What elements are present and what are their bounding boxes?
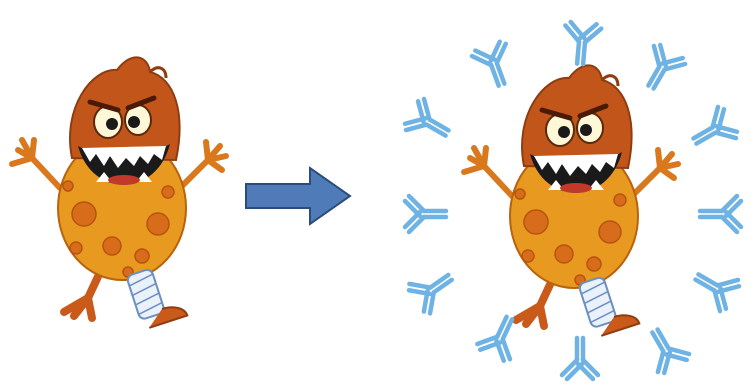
antibody-icon <box>635 43 687 97</box>
antibody-icon <box>405 196 446 232</box>
antibody-icon <box>562 22 601 66</box>
antibody-icon <box>688 261 742 313</box>
antibody-icon <box>562 338 598 379</box>
antibody-icon <box>403 97 457 149</box>
antibody-icon <box>639 322 691 376</box>
antibody-icon <box>686 105 740 157</box>
germ-monster-left <box>12 57 226 329</box>
germ-monster-right <box>464 65 678 337</box>
antibody-icon <box>471 40 519 91</box>
antibody-icon <box>406 263 460 316</box>
antibody-icon <box>700 196 741 232</box>
right-arrow-icon <box>246 168 350 224</box>
